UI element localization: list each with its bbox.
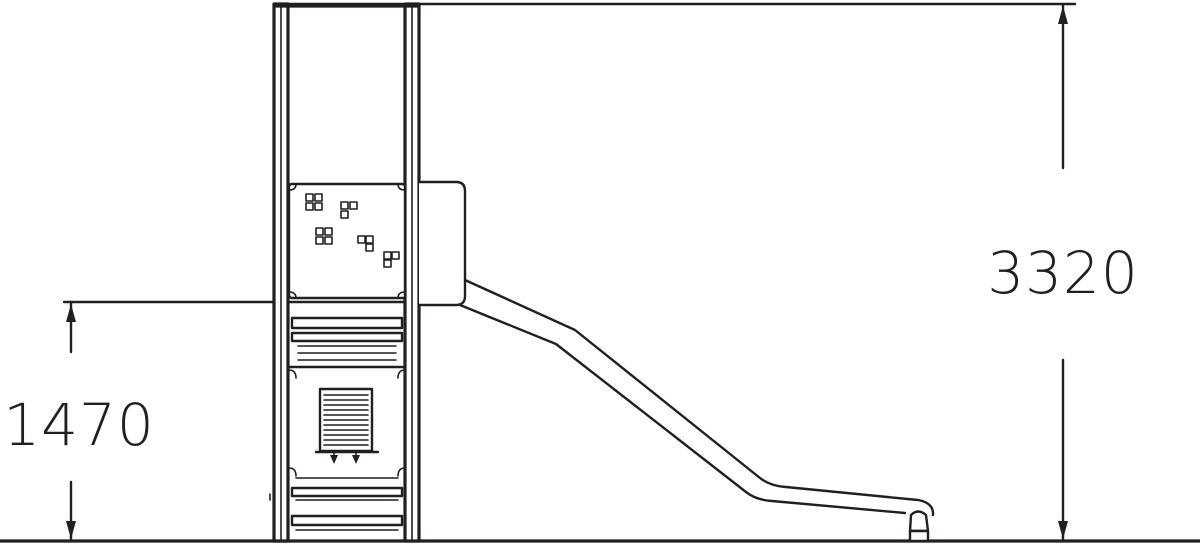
lower-bracket-right xyxy=(397,467,406,477)
lower-bracket-left xyxy=(288,467,297,477)
dimension-label-platform-height: 1470 xyxy=(3,391,155,459)
slide-hood xyxy=(417,180,467,307)
dimension-3320 xyxy=(1058,2,1077,543)
tower-right-post xyxy=(403,2,421,543)
platform-rails xyxy=(290,316,404,361)
grip-5 xyxy=(383,251,400,268)
tower-left-post xyxy=(272,2,290,543)
dimension-label-total-height: 3320 xyxy=(987,239,1139,307)
mid-bracket-left xyxy=(288,369,297,379)
mid-bracket-right xyxy=(397,369,406,379)
ladder-hatch xyxy=(314,387,380,464)
grip-2 xyxy=(340,201,358,219)
dimension-1470 xyxy=(66,300,76,543)
climbing-grips xyxy=(305,193,400,268)
bottom-rails xyxy=(290,477,404,531)
upper-panel xyxy=(287,182,407,300)
grip-1 xyxy=(305,193,323,211)
slide xyxy=(458,278,935,543)
grip-3 xyxy=(315,227,333,245)
grip-4 xyxy=(357,235,374,252)
